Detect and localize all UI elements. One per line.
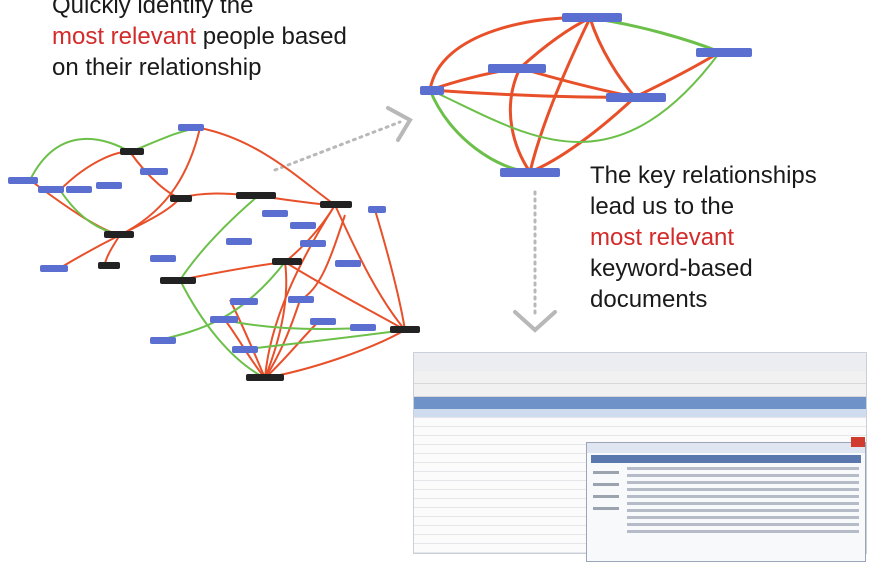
- popup-text-line: [627, 523, 859, 526]
- popup-field-label: [593, 495, 619, 498]
- popup-field-label: [593, 507, 619, 510]
- document-toolbar: [414, 371, 866, 384]
- caption-people: Quickly identify the most relevant peopl…: [52, 0, 432, 83]
- network-graph: [29, 127, 406, 379]
- popup-text-line: [627, 488, 859, 491]
- popup-text-line: [627, 509, 859, 512]
- popup-text-line: [627, 502, 859, 505]
- table-row: [414, 418, 866, 427]
- table-row: [414, 427, 866, 436]
- dotted-arrow-right: [273, 106, 413, 172]
- table-row: [414, 409, 866, 418]
- focused-graph: [428, 16, 721, 174]
- caption-line: documents: [590, 286, 708, 313]
- highlight-text: most relevant: [52, 23, 197, 50]
- popup-text-line: [627, 495, 859, 498]
- popup-text-line: [627, 474, 859, 477]
- caption-line: Quickly identify the: [52, 0, 254, 19]
- popup-field-label: [593, 483, 619, 486]
- caption-line: on their relationship: [52, 54, 262, 81]
- caption-line: The key relationships: [590, 162, 817, 189]
- caption-line: most relevant people based: [52, 21, 432, 52]
- popup-text-line: [627, 516, 859, 519]
- highlight-text: most relevant: [590, 224, 735, 251]
- caption-documents: The key relationships lead us to the mos…: [590, 160, 870, 315]
- network-graph-nodes: [8, 124, 420, 381]
- caption-line: lead us to the: [590, 193, 735, 220]
- popup-text-line: [627, 481, 859, 484]
- focused-graph-nodes: [420, 13, 752, 177]
- popup-nav-bar: [591, 455, 861, 463]
- caption-text: people based: [196, 23, 347, 50]
- popup-text-line: [627, 467, 859, 470]
- document-preview-popup: [586, 442, 866, 562]
- dotted-arrow-down: [513, 190, 557, 333]
- document-window-titlebar: [414, 353, 866, 371]
- popup-titlebar: [587, 443, 865, 453]
- document-filter-bar: [414, 384, 866, 397]
- popup-text-line: [627, 530, 859, 533]
- document-table-header: [414, 397, 866, 409]
- popup-field-label: [593, 471, 619, 474]
- caption-line: keyword-based: [590, 255, 753, 282]
- close-icon: [851, 437, 865, 447]
